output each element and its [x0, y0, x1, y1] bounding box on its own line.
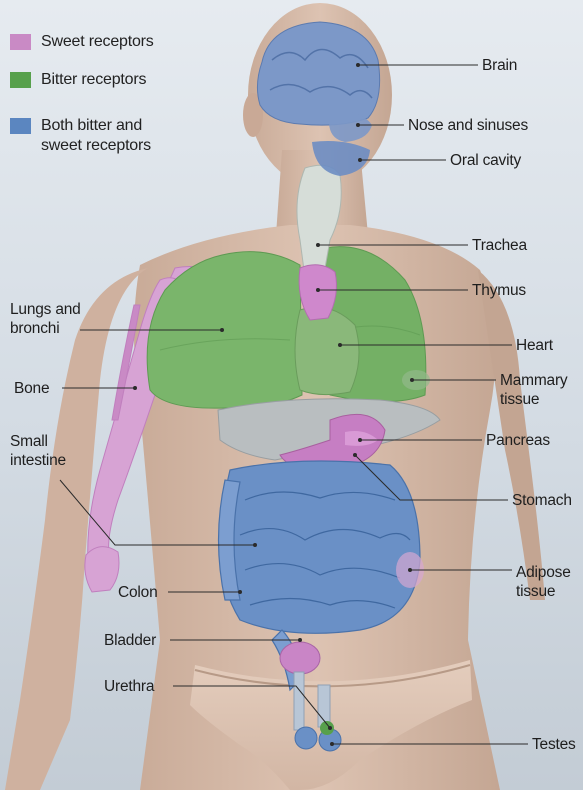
label-thymus: Thymus	[472, 281, 526, 300]
testes-organ	[295, 727, 317, 749]
label-urethra: Urethra	[104, 677, 154, 696]
label-colon: Colon	[118, 583, 158, 602]
brain-organ	[257, 22, 379, 125]
legend-label-both: Both bitter and sweet receptors	[41, 116, 151, 156]
label-testes: Testes	[532, 735, 576, 754]
label-small-intestine: Small intestine	[10, 432, 66, 470]
label-nose: Nose and sinuses	[408, 116, 528, 135]
label-adipose: Adipose tissue	[516, 563, 571, 601]
label-bone: Bone	[14, 379, 49, 398]
urethra-organ	[294, 672, 304, 730]
label-bladder: Bladder	[104, 631, 156, 650]
legend-label-sweet: Sweet receptors	[41, 32, 154, 52]
label-pancreas: Pancreas	[486, 431, 550, 450]
label-heart: Heart	[516, 336, 553, 355]
legend-item-both: Both bitter and sweet receptors	[10, 116, 151, 156]
legend-swatch-bitter	[10, 72, 31, 88]
lungs-organ	[147, 247, 426, 409]
label-stomach: Stomach	[512, 491, 572, 510]
legend-swatch-both	[10, 118, 31, 134]
heart-organ	[295, 307, 359, 394]
legend-item-sweet: Sweet receptors	[10, 32, 154, 52]
label-lungs: Lungs and bronchi	[10, 300, 81, 338]
label-trachea: Trachea	[472, 236, 527, 255]
bladder-organ	[280, 642, 320, 674]
legend-swatch-sweet	[10, 34, 31, 50]
legend-label-bitter: Bitter receptors	[41, 70, 146, 90]
label-brain: Brain	[482, 56, 517, 75]
legend-item-bitter: Bitter receptors	[10, 70, 146, 90]
label-oral-cavity: Oral cavity	[450, 151, 521, 170]
label-mammary: Mammary tissue	[500, 371, 568, 409]
